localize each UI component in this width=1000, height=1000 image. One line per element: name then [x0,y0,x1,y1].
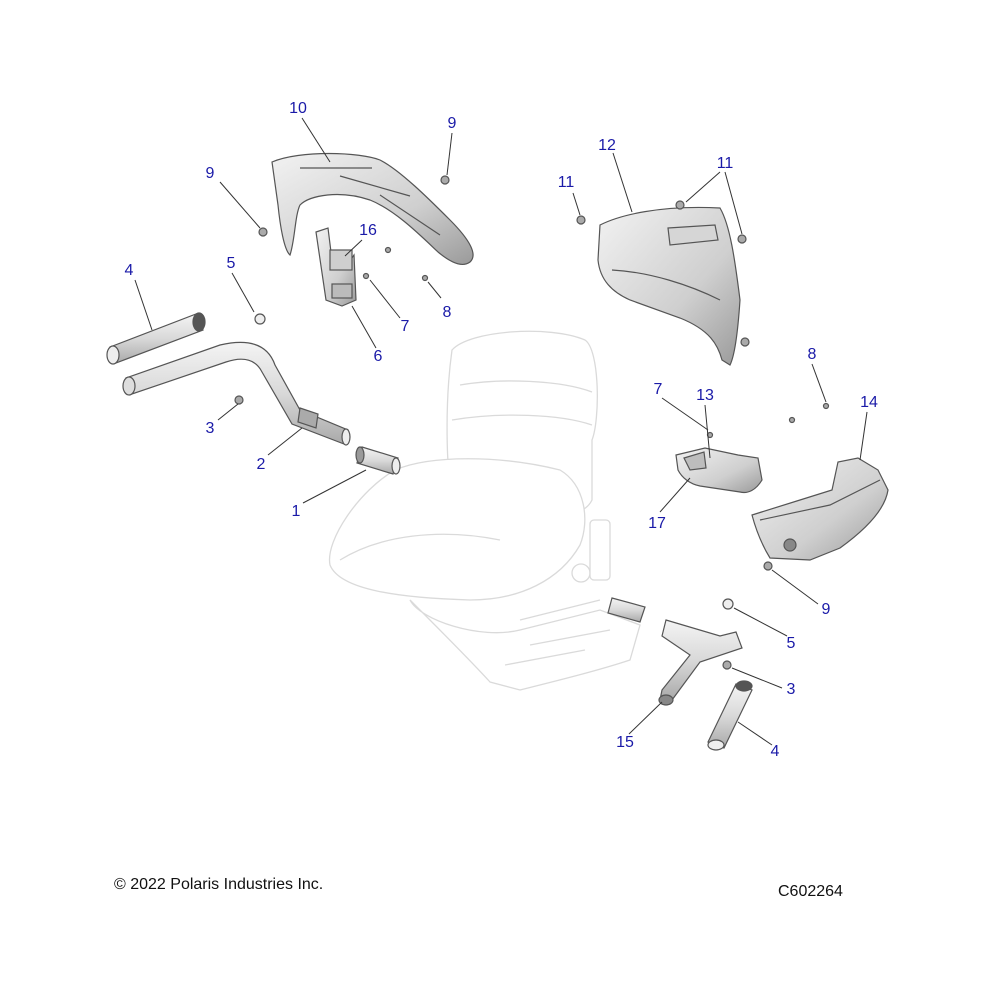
callout-4-right: 4 [771,743,780,760]
callout-16: 16 [359,222,377,239]
callout-labels: 10 9 9 16 5 4 7 8 6 3 2 1 12 11 11 8 7 1… [125,100,878,760]
part-15-right-handlebar [607,597,743,706]
part-14-right-guard [751,457,889,561]
part-12-right-panel [597,206,741,366]
callout-5-left: 5 [227,255,236,272]
part-4-left-grip [106,312,206,365]
callout-14: 14 [860,394,878,411]
callout-9-left: 9 [206,165,215,182]
callout-6: 6 [374,348,383,365]
callout-1: 1 [292,503,301,520]
callout-15: 15 [616,734,634,751]
part-10-left-shell [271,152,474,265]
callout-7-left: 7 [401,318,410,335]
leader-lines [134,117,868,746]
copyright-notice: © 2022 Polaris Industries Inc. [114,876,324,893]
callout-11-left: 11 [558,174,575,191]
callout-5-right: 5 [787,635,796,652]
callout-3-right: 3 [787,681,796,698]
drawing-number: C602264 [778,883,843,900]
callout-2: 2 [257,456,266,473]
hardware-fasteners [234,175,830,670]
callout-13: 13 [696,387,714,404]
part-1-sleeve [355,446,401,475]
part-13-latch [675,447,763,494]
callout-3-left: 3 [206,420,215,437]
callout-8-left: 8 [443,304,452,321]
callout-12: 12 [598,137,616,154]
part-4-right-grip [707,680,753,751]
callout-11-right: 11 [717,155,734,172]
callout-7-right: 7 [654,381,663,398]
callout-4-left: 4 [125,262,134,279]
callout-9-right: 9 [822,601,831,618]
callout-9-top: 9 [448,115,457,132]
callout-17: 17 [648,515,666,532]
callout-10: 10 [289,100,307,117]
callout-8-right: 8 [808,346,817,363]
part-6-bracket [315,227,357,307]
seat-ghost [328,330,641,691]
part-2-handlebar [122,341,351,446]
